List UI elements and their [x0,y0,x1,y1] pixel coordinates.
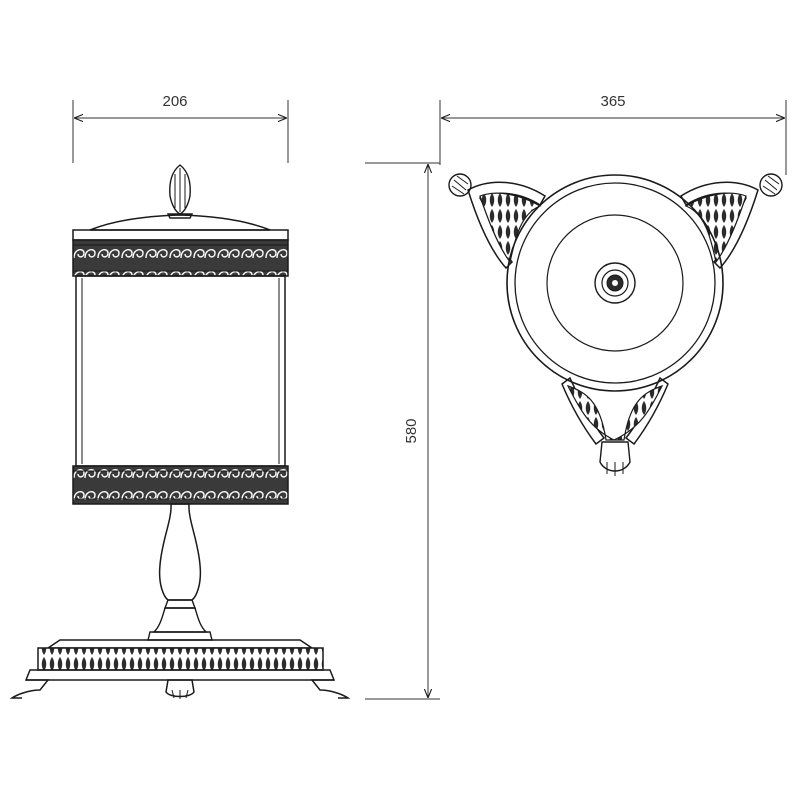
right-arm [680,173,783,270]
height-label: 580 [403,418,420,443]
lid-finial [166,164,194,219]
left-arm [448,173,546,270]
front-view: 206 [9,93,351,699]
top-width-label: 365 [600,93,625,110]
stem [147,503,213,641]
dimension-front-width: 206 [72,93,289,163]
bottom-arm [561,376,669,476]
central-disc [506,174,724,392]
glass-cylinder [75,275,286,467]
top-view: 365 [439,93,787,476]
front-width-label: 206 [162,93,187,110]
lower-ornament-band [72,465,289,505]
dimension-top-width: 365 [439,93,787,175]
dimension-height: 580 [365,162,440,700]
lid [72,214,289,277]
upper-ornament-band [72,239,289,277]
base [9,639,351,699]
